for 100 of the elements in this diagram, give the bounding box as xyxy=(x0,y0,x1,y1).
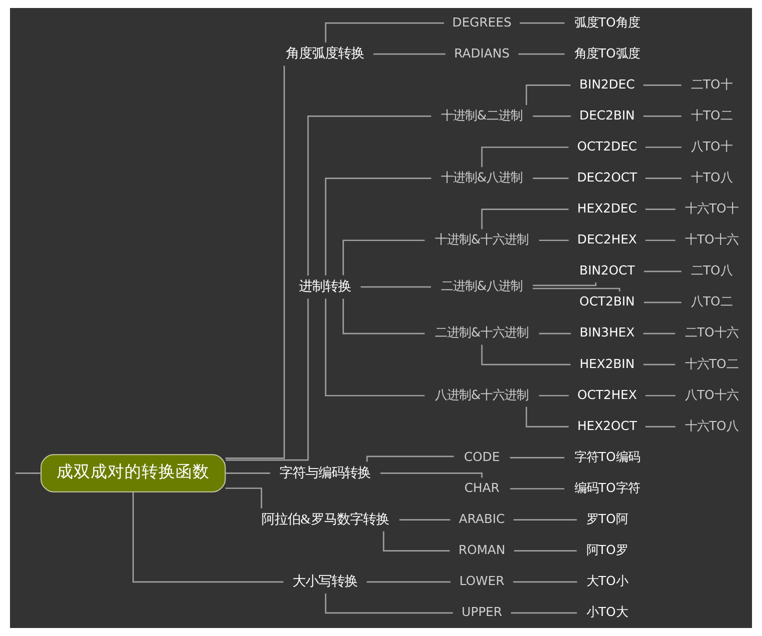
node-text: 字符与编码转换 xyxy=(280,464,371,480)
connector xyxy=(539,332,571,334)
node-text: DEC2OCT xyxy=(577,170,638,184)
node-text: DEGREES xyxy=(452,14,512,30)
node-text: 小TO大 xyxy=(586,604,628,620)
connector xyxy=(645,394,676,396)
node-text: 十进制&二进制 xyxy=(441,107,523,122)
connector xyxy=(342,298,425,334)
connector xyxy=(514,550,577,552)
node-text: CHAR xyxy=(464,480,500,495)
node-text: 二TO十 xyxy=(690,76,732,92)
node-text: DEC2BIN xyxy=(579,107,635,122)
node-box: 成双成对的转换函数 xyxy=(40,454,226,492)
node-text: BIN3HEX xyxy=(580,324,635,340)
node-text: 进制转换 xyxy=(299,278,352,294)
node-text: RADIANS xyxy=(454,45,510,60)
node-text: 大TO小 xyxy=(586,573,628,588)
connector xyxy=(643,364,676,366)
connector xyxy=(15,472,41,474)
node-text: 十六TO十 xyxy=(684,200,738,216)
node-text: 十进制&八进制 xyxy=(441,170,523,184)
node-text: 角度弧度转换 xyxy=(286,46,364,61)
node-text: 十六TO二 xyxy=(684,356,738,371)
connector xyxy=(366,581,451,583)
node-text: 八TO十六 xyxy=(684,386,738,402)
node-text: 十TO十六 xyxy=(684,232,738,247)
connector xyxy=(644,270,682,272)
connector xyxy=(644,302,682,304)
node-text: BIN2OCT xyxy=(579,262,635,278)
connector xyxy=(342,240,425,276)
connector xyxy=(643,332,676,334)
node-text: BIN2DEC xyxy=(579,76,635,92)
node-text: OCT2BIN xyxy=(579,294,635,309)
connector xyxy=(510,457,564,458)
node-text: 阿TO罗 xyxy=(586,542,628,558)
connector xyxy=(324,178,432,276)
connector xyxy=(225,66,285,459)
node-text: OCT2HEX xyxy=(577,386,637,402)
node-text: 编码TO字符 xyxy=(574,480,640,495)
connector xyxy=(510,612,577,614)
node-text: 十TO八 xyxy=(690,170,732,184)
connector xyxy=(373,53,446,55)
node-text: 八进制&十六进制 xyxy=(435,386,529,402)
connector xyxy=(324,298,425,396)
node-text: 八TO十 xyxy=(690,138,732,154)
connector xyxy=(226,298,309,461)
connector xyxy=(481,344,571,366)
connector xyxy=(526,84,571,105)
connector xyxy=(225,488,262,508)
connector xyxy=(225,472,270,474)
connector xyxy=(481,146,569,168)
connector xyxy=(324,22,444,43)
node-text: CODE xyxy=(464,448,500,464)
connector xyxy=(366,456,454,462)
node-text: 二TO八 xyxy=(690,262,732,278)
node-text: 二进制&十六进制 xyxy=(435,324,529,340)
connector xyxy=(513,581,578,583)
connector xyxy=(514,519,577,520)
node-text: UPPER xyxy=(462,604,502,620)
connector xyxy=(532,288,620,292)
node-text: 弧度TO角度 xyxy=(574,14,640,30)
connector xyxy=(307,116,432,276)
node-text: 二进制&八进制 xyxy=(441,278,523,294)
connector xyxy=(324,593,453,614)
connector xyxy=(645,208,676,210)
node-text: 大小写转换 xyxy=(292,573,358,588)
connector xyxy=(643,84,682,86)
node-text: 字符TO编码 xyxy=(574,448,640,464)
node-text: HEX2DEC xyxy=(577,200,637,216)
connector xyxy=(645,178,682,179)
connector xyxy=(643,116,682,117)
connector xyxy=(360,286,431,288)
node-text: 阿拉伯&罗马数字转换 xyxy=(261,511,389,526)
node-text: OCT2DEC xyxy=(577,138,638,154)
node-text: ARABIC xyxy=(458,511,505,526)
connector xyxy=(526,406,569,428)
connector xyxy=(539,394,569,396)
node-text: DEC2HEX xyxy=(577,232,637,247)
connector xyxy=(532,116,571,117)
connector xyxy=(539,240,569,242)
connector xyxy=(132,492,284,583)
node-text: 十进制&十六进制 xyxy=(435,232,529,247)
node-text: 十TO二 xyxy=(690,107,732,122)
node-text: HEX2BIN xyxy=(580,356,635,371)
connector xyxy=(645,146,682,148)
connector xyxy=(645,426,676,428)
connector xyxy=(532,178,569,179)
node-text: 八TO二 xyxy=(690,294,732,309)
node-text: HEX2OCT xyxy=(577,418,637,433)
node-text: 二TO十六 xyxy=(684,324,738,340)
connector xyxy=(520,22,565,24)
connector xyxy=(532,282,596,286)
connector xyxy=(481,208,569,230)
node-text: 十六TO八 xyxy=(684,418,738,433)
node-text: ROMAN xyxy=(458,542,506,558)
connector xyxy=(510,488,564,490)
node-text: 角度TO弧度 xyxy=(574,45,640,60)
connector xyxy=(518,53,565,55)
connector xyxy=(645,240,676,242)
node-text: 罗TO阿 xyxy=(586,511,628,526)
